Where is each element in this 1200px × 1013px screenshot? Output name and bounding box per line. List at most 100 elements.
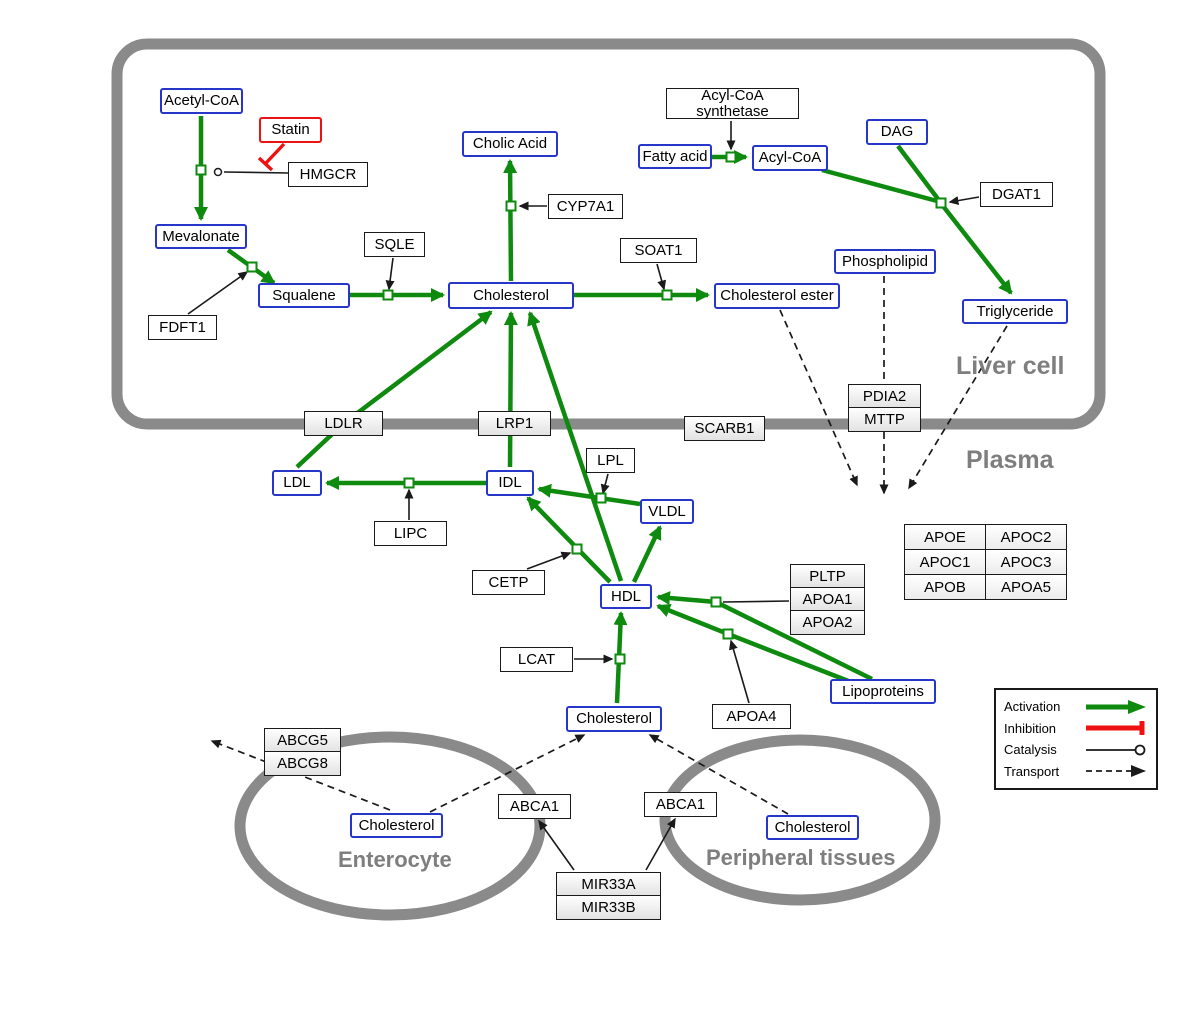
node-ldlr[interactable]: LDLR	[304, 411, 383, 436]
edge-triglyceride-lipoprotein-assembly	[908, 325, 1008, 490]
edge-mir33-abca1-right	[645, 817, 676, 871]
statin-inhibition-tbar	[257, 156, 274, 172]
inhibition-tbar-icon	[1086, 721, 1145, 736]
node-triglyceride[interactable]: Triglyceride	[962, 299, 1068, 324]
acyl-coa-synthetase-line1: Acyl-CoA	[701, 87, 764, 105]
node-soat1[interactable]: SOAT1	[620, 238, 697, 263]
node-dgat1[interactable]: DGAT1	[980, 182, 1053, 207]
reaction-node-fdft1	[246, 261, 258, 273]
edge-mir33-abca1-left	[538, 819, 575, 871]
acyl-coa-synthetase-line2: synthetase	[696, 102, 769, 120]
edge-cholesterol-cholicacid	[503, 159, 518, 282]
node-abca1-right[interactable]: ABCA1	[644, 792, 717, 817]
node-lcat[interactable]: LCAT	[500, 647, 573, 672]
edge-dag-dgat-junction	[896, 144, 940, 201]
edge-fdft1-catalysis	[187, 271, 249, 315]
node-statin[interactable]: Statin	[259, 117, 322, 143]
node-cholesterol-ester[interactable]: Cholesterol ester	[714, 283, 840, 309]
node-fatty-acid[interactable]: Fatty acid	[638, 144, 712, 169]
apo-cell-apoe[interactable]: APOE	[905, 525, 986, 550]
node-hmgcr[interactable]: HMGCR	[288, 162, 368, 187]
node-apoa2[interactable]: APOA2	[790, 610, 865, 635]
node-cholesterol-liver[interactable]: Cholesterol	[448, 282, 574, 309]
reaction-node-lpl	[595, 492, 607, 504]
reaction-node-sqle	[382, 289, 394, 301]
reaction-node-hmgcr	[195, 164, 207, 176]
node-mevalonate[interactable]: Mevalonate	[155, 224, 247, 249]
peripheral-tissues-label: Peripheral tissues	[706, 845, 896, 870]
apo-cell-apoc2[interactable]: APOC2	[986, 525, 1067, 550]
node-cholesterol-peripheral[interactable]: Cholesterol	[766, 815, 859, 840]
edge-peripheral-cholesterol-to-plasma	[648, 734, 789, 815]
reaction-node-dgat1	[935, 197, 947, 209]
node-lrp1[interactable]: LRP1	[478, 411, 551, 436]
node-acyl-coa[interactable]: Acyl-CoA	[752, 145, 828, 171]
reaction-node-cyp7a1	[505, 200, 517, 212]
node-lipoproteins[interactable]: Lipoproteins	[830, 679, 936, 704]
edge-sqle-catalysis	[385, 257, 395, 291]
inhibition-edges	[257, 142, 286, 172]
node-dag[interactable]: DAG	[866, 119, 928, 145]
node-lpl[interactable]: LPL	[586, 448, 635, 473]
node-abcg5[interactable]: ABCG5	[264, 728, 341, 753]
node-squalene[interactable]: Squalene	[258, 283, 350, 308]
edge-idl-lrp1-cholesterol	[503, 311, 518, 468]
catalysis-circle-hmgcr	[213, 167, 223, 177]
node-fdft1[interactable]: FDFT1	[148, 315, 217, 340]
edge-hdl-vldl	[631, 525, 663, 583]
node-cyp7a1[interactable]: CYP7A1	[548, 194, 623, 219]
apo-cell-apoa5[interactable]: APOA5	[986, 575, 1067, 600]
edge-hdl-idl-cetp	[526, 496, 612, 584]
node-lipc[interactable]: LIPC	[374, 521, 447, 546]
reaction-node-acylcoa-synthetase	[725, 151, 737, 163]
node-cholesterol-enterocyte[interactable]: Cholesterol	[350, 813, 443, 838]
edge-cholesterolester-lipoprotein-assembly	[779, 309, 858, 487]
apo-cell-apob[interactable]: APOB	[905, 575, 986, 600]
edge-acylcoa-dgat-junction	[821, 167, 938, 204]
peripheral-tissues-membrane	[659, 734, 941, 906]
node-ldl[interactable]: LDL	[272, 470, 322, 496]
edge-cetp-catalysis	[526, 551, 572, 570]
legend-row-catalysis: Catalysis	[1004, 739, 1148, 761]
node-cholesterol-plasma[interactable]: Cholesterol	[566, 706, 662, 732]
catalysis-edges	[187, 121, 980, 871]
node-sqle[interactable]: SQLE	[364, 232, 425, 257]
node-mttp[interactable]: MTTP	[848, 407, 921, 432]
node-pltp[interactable]: PLTP	[790, 564, 865, 589]
node-abca1-left[interactable]: ABCA1	[498, 794, 571, 819]
legend-row-transport: Transport	[1004, 761, 1148, 783]
node-idl[interactable]: IDL	[486, 470, 534, 496]
catalysis-circle-icon	[1086, 744, 1146, 756]
node-mir33a[interactable]: MIR33A	[556, 872, 661, 897]
node-apoa4[interactable]: APOA4	[712, 704, 791, 729]
legend-row-activation: Activation	[1004, 696, 1148, 718]
node-apoa1[interactable]: APOA1	[790, 587, 865, 612]
edge-apoa4-catalysis	[729, 639, 750, 704]
node-acetyl-coa[interactable]: Acetyl-CoA	[160, 88, 243, 114]
node-pdia2[interactable]: PDIA2	[848, 384, 921, 409]
apo-cell-apoc3[interactable]: APOC3	[986, 550, 1067, 575]
node-scarb1[interactable]: SCARB1	[684, 416, 765, 441]
node-phospholipid[interactable]: Phospholipid	[834, 249, 936, 274]
node-abcg8[interactable]: ABCG8	[264, 751, 341, 776]
legend-inhibition-label: Inhibition	[1004, 720, 1057, 736]
legend-row-inhibition: Inhibition	[1004, 718, 1148, 740]
edge-dgat1-catalysis	[948, 196, 980, 205]
legend: Activation Inhibition Catalysis Transpor…	[994, 688, 1158, 790]
node-mir33b[interactable]: MIR33B	[556, 895, 661, 920]
node-cholic-acid[interactable]: Cholic Acid	[462, 131, 558, 157]
node-hdl[interactable]: HDL	[600, 584, 652, 609]
node-cetp[interactable]: CETP	[472, 570, 545, 595]
legend-activation-label: Activation	[1004, 699, 1061, 715]
apo-cell-apoc1[interactable]: APOC1	[905, 550, 986, 575]
edge-ldl-ldlr-cholesterol	[295, 310, 493, 469]
reaction-node-lcat	[614, 653, 626, 665]
node-acyl-coa-synthetase[interactable]: Acyl-CoA synthetase	[666, 88, 799, 119]
edge-hdl-cholesterol-uptake	[527, 311, 624, 582]
reaction-node-pltp	[710, 596, 722, 608]
legend-transport-label: Transport	[1004, 763, 1060, 779]
node-vldl[interactable]: VLDL	[640, 499, 694, 524]
liver-cell-membrane	[111, 38, 1106, 430]
liver-cell-label: Liver cell	[956, 352, 1065, 380]
